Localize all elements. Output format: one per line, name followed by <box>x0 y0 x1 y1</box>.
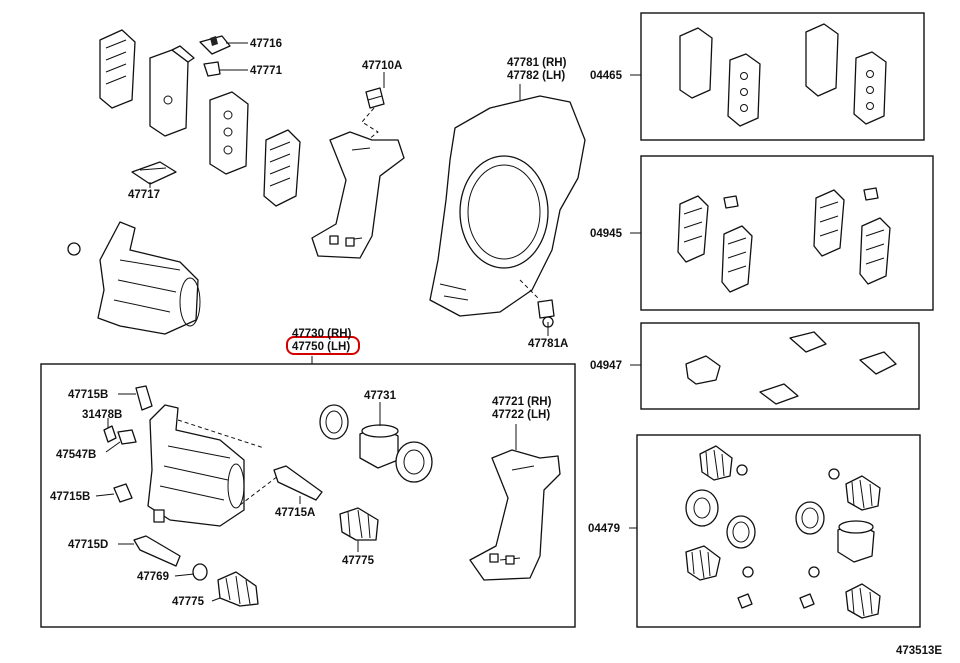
dust-shield-47781-47782 <box>429 95 586 317</box>
caliper-body-upper <box>67 221 201 335</box>
label-04465: 04465 <box>590 70 623 82</box>
label-47715D: 47715D <box>68 539 108 551</box>
bolt-47710A <box>365 87 385 109</box>
kit-04947-clips <box>685 331 897 405</box>
label-47782-lh: 47782 (LH) <box>507 70 565 82</box>
label-47716: 47716 <box>250 38 282 50</box>
label-47547B: 47547B <box>56 449 96 461</box>
label-04945: 04945 <box>590 228 623 240</box>
brake-pad-2 <box>209 91 249 175</box>
piston-seal-ring <box>319 404 349 440</box>
kit-box-04465 <box>640 12 925 141</box>
boot-47775-right <box>339 507 379 541</box>
caliper-body-assembly <box>147 404 245 527</box>
bleeder-screw-47547B <box>117 429 137 445</box>
label-47715B-2: 47715B <box>50 491 90 503</box>
anti-squeal-shim-47716 <box>199 35 231 55</box>
label-04479: 04479 <box>588 523 620 535</box>
label-47781A: 47781A <box>528 338 568 350</box>
kit-04465-pads <box>679 23 887 127</box>
pad-clip-47717 <box>131 161 177 185</box>
label-47775-2: 47775 <box>342 555 375 567</box>
label-47715B-1: 47715B <box>68 389 108 401</box>
label-47775-1: 47775 <box>172 596 205 608</box>
slide-pin-47715A <box>273 465 323 501</box>
label-04947: 04947 <box>590 360 622 372</box>
wear-indicator-47771 <box>203 61 221 77</box>
label-47717: 47717 <box>128 189 160 201</box>
highlight-47750 <box>286 336 360 355</box>
label-47715A: 47715A <box>275 507 315 519</box>
kit-box-04479 <box>636 434 921 628</box>
label-47781-rh: 47781 (RH) <box>507 57 567 69</box>
brake-pad-1 <box>149 45 195 137</box>
caliper-assembly-box <box>40 363 576 628</box>
pad-shim-back-1 <box>99 29 136 109</box>
label-47771: 47771 <box>250 65 283 77</box>
bleeder-cap-31478B <box>103 425 117 443</box>
label-47722-lh: 47722 (LH) <box>492 409 550 421</box>
label-47721-rh: 47721 (RH) <box>492 396 552 408</box>
kit-box-04947 <box>640 322 920 410</box>
boot-47775-left <box>217 571 259 607</box>
slide-pin-47715D <box>133 535 181 567</box>
bolt-47781A <box>537 299 555 328</box>
label-47731: 47731 <box>364 390 397 402</box>
bleeder-plug-47715B-lower <box>113 483 133 503</box>
caliper-bracket-lower-47721-47722 <box>469 449 561 581</box>
kit-04945-shims <box>677 187 891 293</box>
piston-47731 <box>359 424 399 469</box>
label-47710A: 47710A <box>362 60 402 72</box>
bushing-47769 <box>192 563 208 581</box>
label-31478B: 31478B <box>82 409 122 421</box>
caliper-bracket-upper <box>311 131 405 259</box>
label-47730-rh: 47730 (RH) <box>292 328 352 340</box>
figure-code: 473513E <box>896 645 942 657</box>
kit-04479-seals-boots <box>685 445 881 619</box>
label-47750-lh: 47750 (LH) <box>292 341 350 353</box>
piston-boot <box>395 441 433 483</box>
label-47769: 47769 <box>137 571 169 583</box>
pad-shim-back-2 <box>263 129 301 207</box>
bleeder-plug-47715B-top <box>135 385 153 411</box>
leader-lines <box>95 42 641 602</box>
